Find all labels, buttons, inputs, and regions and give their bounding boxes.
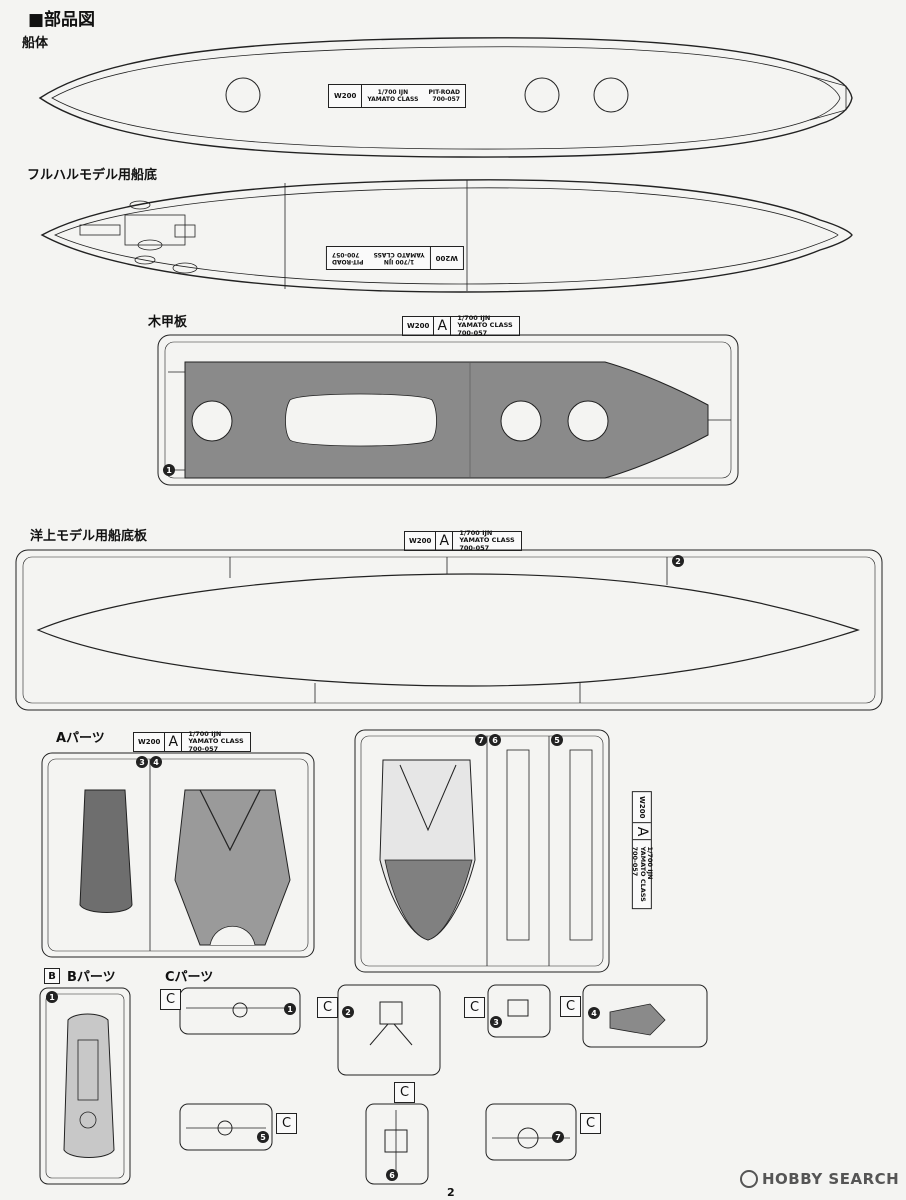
runner-tag-code: W200 [134,733,166,751]
hull-label-number: 700-057 [432,96,460,103]
runner-tag-letter: A [434,317,452,335]
part-number-4: 4 [150,756,162,768]
c-parts-letter-box-6: C [394,1082,415,1103]
runner-tag-letter: A [436,532,454,550]
hull-part-label: W200 1/700 IJN YAMATO CLASS PIT-ROAD 700… [328,84,466,108]
hull-label-scale: 1/700 IJN [377,88,409,96]
c-part-number-7: 7 [552,1131,564,1143]
a-parts-runner-tag: W200 A 1/700 IJN YAMATO CLASS 700-057 [133,729,251,753]
part-number-2: 2 [672,555,684,567]
section-b-parts-heading: Bパーツ [67,970,116,985]
section-waterline-plate-heading: 洋上モデル用船底板 [30,529,148,544]
runner-tag-name: YAMATO CLASS [188,737,244,746]
c-part-number-5: 5 [257,1131,269,1143]
runner-tag-name: YAMATO CLASS [459,536,515,545]
runner-tag-letter: A [165,733,183,751]
b-parts-letter-box: B [44,968,60,984]
section-c-parts-heading: Cパーツ [165,970,214,985]
runner-tag-name: YAMATO CLASS [457,321,513,330]
section-wood-deck-heading: 木甲板 [148,315,188,330]
part-number-3: 3 [136,756,148,768]
b-part-number-1: 1 [46,991,58,1003]
watermark-text: HOBBY SEARCH [762,1170,900,1188]
hull-label-name: YAMATO CLASS [367,96,419,103]
hull-label-brand: PIT-ROAD [428,88,460,96]
part-number-6: 6 [489,734,501,746]
runner-tag-code: W200 [405,532,437,550]
runner-tag-code: W200 [403,317,435,335]
page-number: 2 [447,1186,455,1199]
c-parts-letter-box-7: C [580,1113,601,1134]
c-parts-letter-box-1: C [160,989,181,1010]
runner-tag-scale: 1/700 IJN [457,313,491,322]
c-part-number-2: 2 [342,1006,354,1018]
hobby-search-logo-icon [740,1170,758,1188]
c-part-number-1: 1 [284,1003,296,1015]
c-part-number-4: 4 [588,1007,600,1019]
watermark: HOBBY SEARCH [740,1170,899,1188]
part-number-1: 1 [163,464,175,476]
section-hull-heading: 船体 [22,36,49,51]
page-title: ■部品図 [28,10,96,30]
section-full-hull-bottom-heading: フルハルモデル用船底 [27,168,158,183]
section-a-parts-heading: Aパーツ [56,731,105,746]
c-parts-letter-box-5: C [276,1113,297,1134]
runner-tag-scale: 1/700 IJN [188,729,222,738]
runner-tag-number: 700-057 [459,543,490,552]
wood-deck-runner-tag: W200 A 1/700 IJN YAMATO CLASS 700-057 [402,313,520,337]
part-number-5: 5 [551,734,563,746]
c-parts-letter-box-4: C [560,996,581,1017]
waterline-runner-tag: W200 A 1/700 IJN YAMATO CLASS 700-057 [404,528,522,552]
hull-label-code: W200 [329,85,363,107]
runner-tag-scale: 1/700 IJN [459,528,493,537]
runner-tag-number: 700-057 [188,744,219,753]
c-parts-letter-box-3: C [464,997,485,1018]
c-part-number-6: 6 [386,1169,398,1181]
runner-tag-number: 700-057 [457,328,488,337]
c-part-number-3: 3 [490,1016,502,1028]
part-number-7: 7 [475,734,487,746]
c-parts-letter-box-2: C [317,997,338,1018]
